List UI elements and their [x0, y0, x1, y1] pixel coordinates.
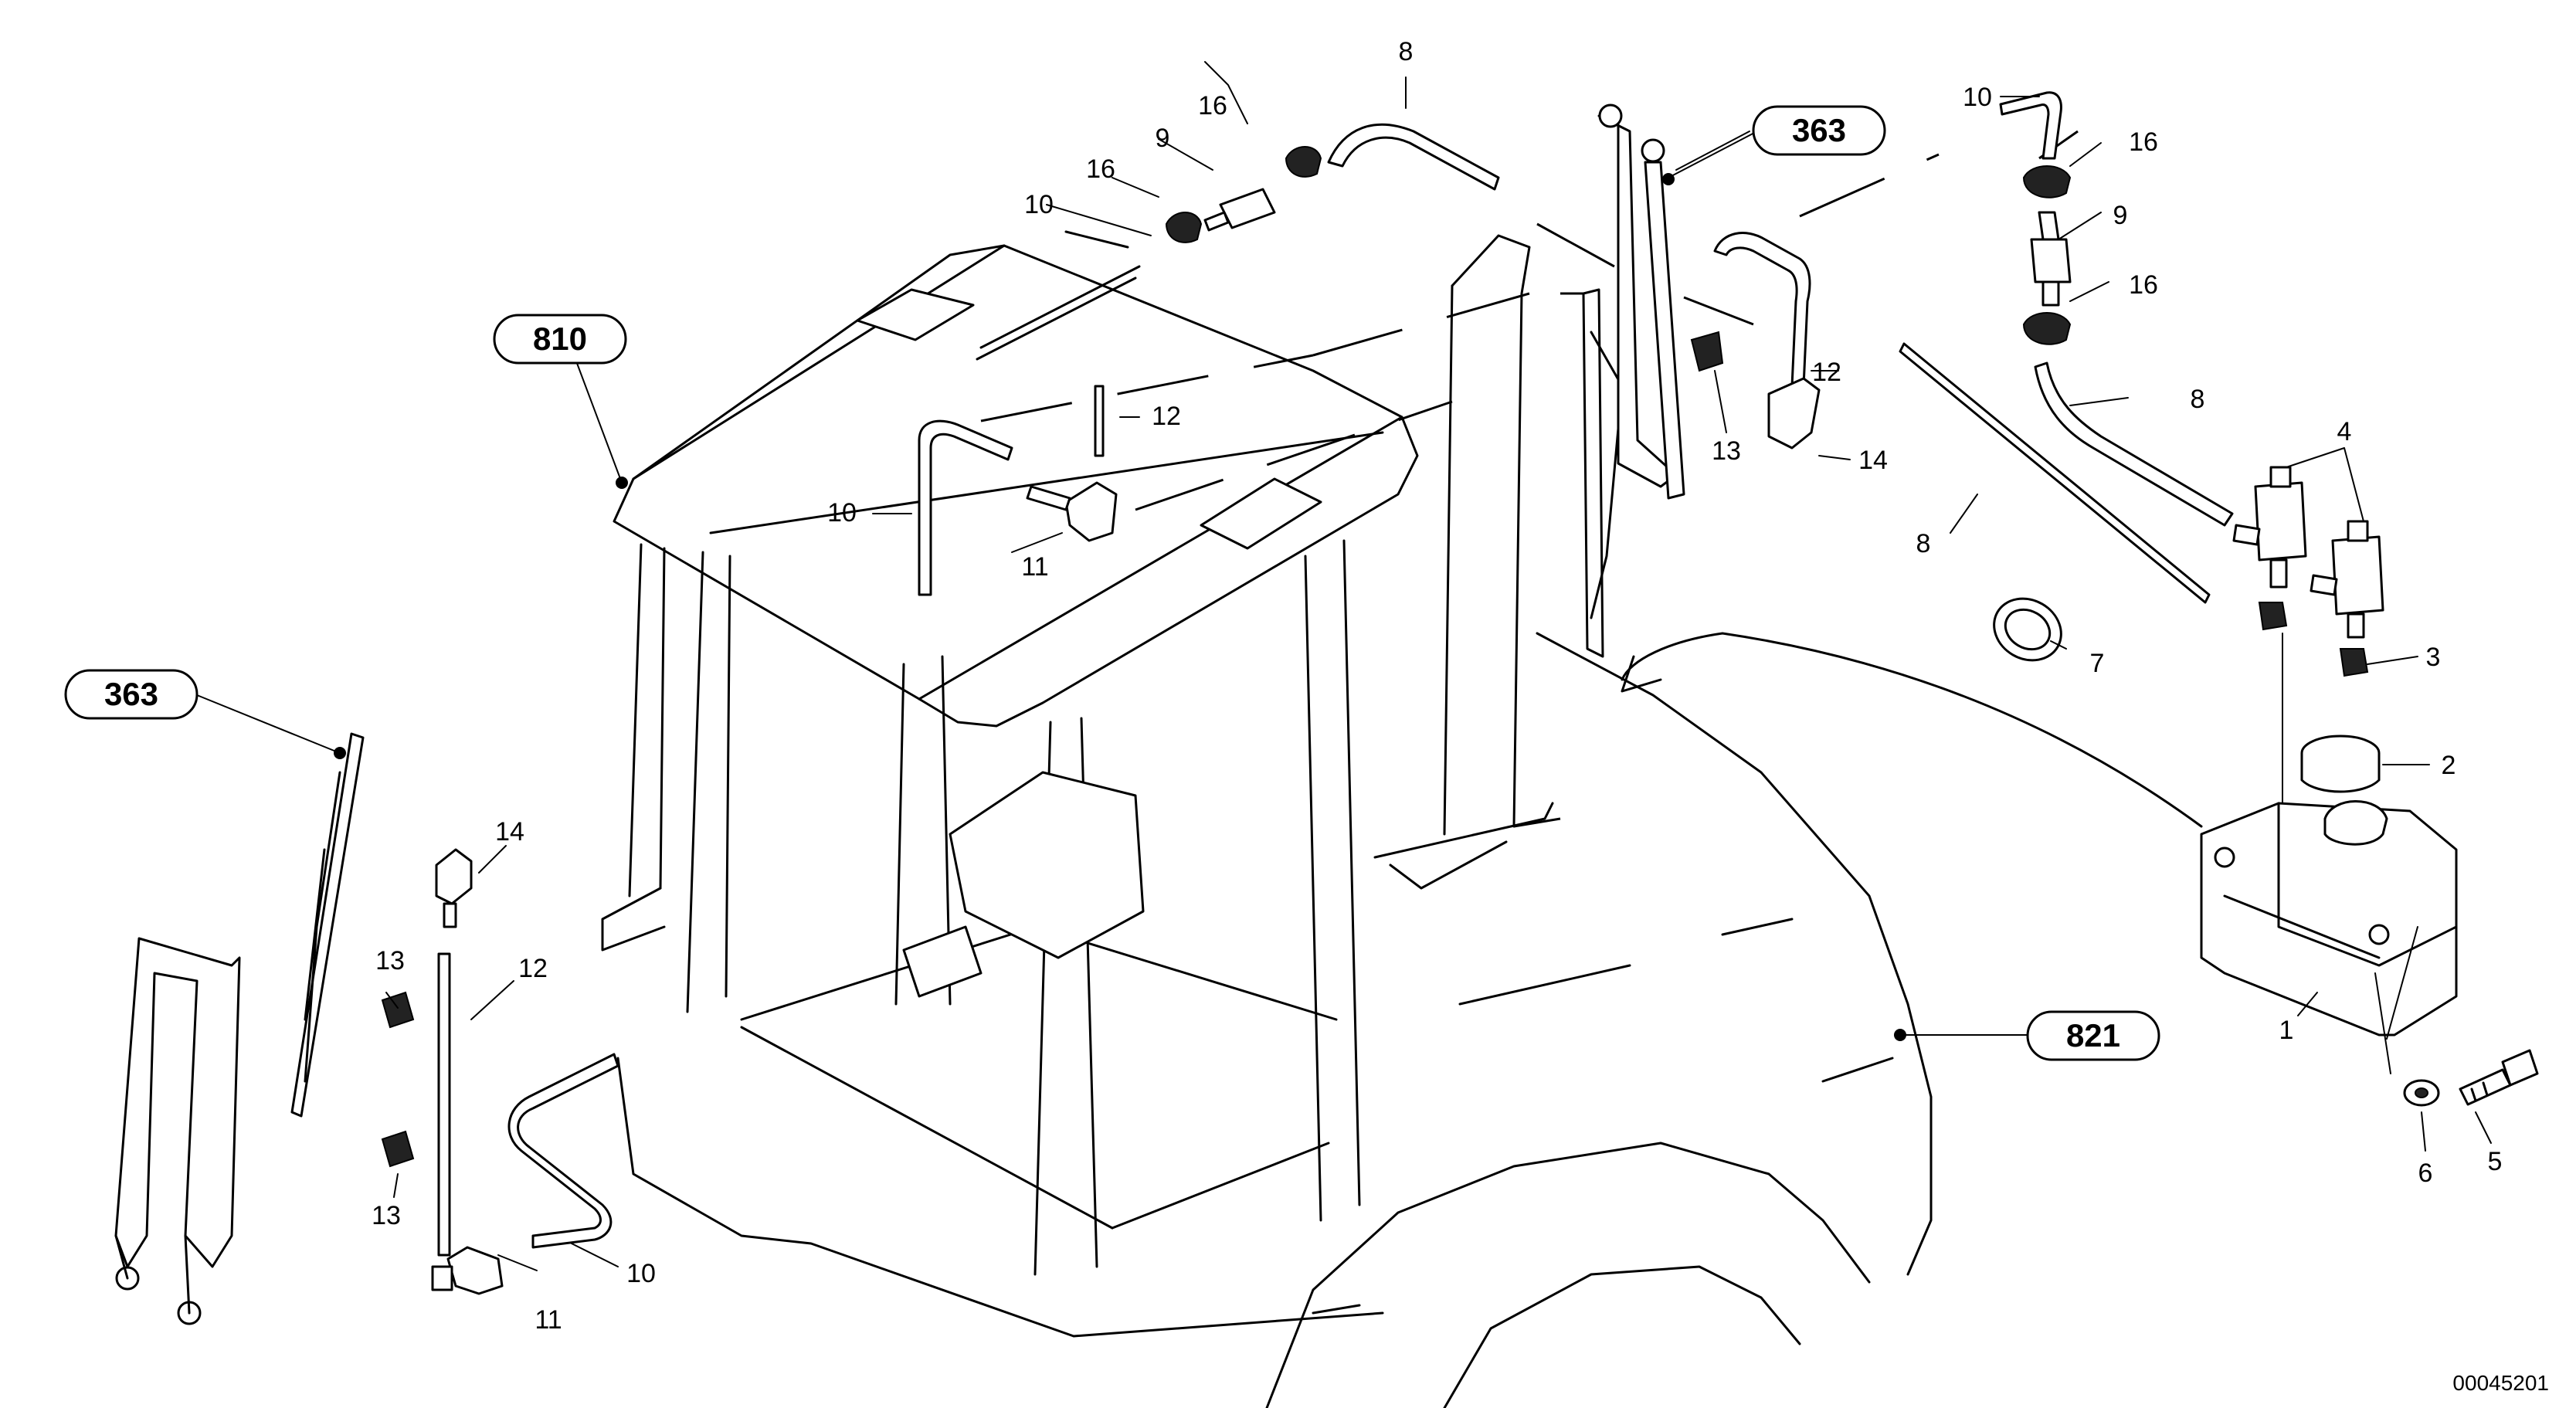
- washer-parts: [381, 91, 2539, 1295]
- label-valve-9-right: 9: [2113, 201, 2128, 230]
- left-wiper-assembly: [114, 732, 365, 1325]
- label-reservoir-1: 1: [2279, 1016, 2294, 1045]
- label-hose-10-roof: 10: [827, 498, 857, 528]
- label-nozzle-11-left: 11: [535, 1305, 562, 1335]
- label-hose-8-top: 8: [1399, 37, 1414, 66]
- label-washer-6: 6: [2418, 1159, 2433, 1188]
- cab-drawing: [601, 234, 2203, 1408]
- label-cap-2: 2: [2442, 751, 2456, 780]
- label-valve-9-top: 9: [1156, 124, 1170, 153]
- label-nozzle-14-right: 14: [1858, 446, 1888, 475]
- ref-363-left[interactable]: 363: [64, 669, 199, 720]
- label-clamp-16-top: 16: [1198, 91, 1227, 120]
- label-pipe-12-left: 12: [518, 954, 548, 983]
- label-pipe-12-roof: 12: [1152, 402, 1181, 431]
- label-hose-10-top: 10: [1024, 190, 1054, 219]
- part-labels: 8 16 9 16 10 12 10 11 14 13 12 13 10 11 …: [372, 37, 2502, 1335]
- label-hose-10-left: 10: [626, 1259, 656, 1288]
- leader-dots: [334, 173, 1906, 1041]
- label-bolt-5: 5: [2488, 1147, 2503, 1176]
- label-hose-8-lower: 8: [1916, 529, 1931, 558]
- label-nozzle-11-roof: 11: [1021, 552, 1048, 582]
- label-hose-10-right: 10: [1963, 83, 1992, 112]
- right-wiper-assembly: [1582, 103, 1685, 658]
- ref-810[interactable]: 810: [493, 314, 627, 365]
- label-hose-8-right: 8: [2191, 385, 2205, 414]
- label-pipe-12-right: 12: [1812, 358, 1841, 387]
- leader-lines: [196, 61, 2492, 1271]
- label-grommet-3: 3: [2426, 643, 2441, 672]
- drawing-number: 00045201: [2452, 1371, 2549, 1395]
- label-clip-13-left-2: 13: [372, 1201, 401, 1230]
- ref-363-right[interactable]: 363: [1752, 105, 1886, 156]
- label-clamp-16-right-2: 16: [2129, 270, 2158, 300]
- ref-363-right-label: 363: [1792, 112, 1846, 148]
- label-pump-4: 4: [2337, 417, 2352, 446]
- ref-821-label: 821: [2066, 1017, 2120, 1053]
- routing-lines: [980, 130, 2079, 828]
- label-clip-13-left: 13: [375, 946, 405, 975]
- label-nozzle-14-left: 14: [495, 817, 524, 846]
- label-clamp-7: 7: [2090, 649, 2105, 678]
- ref-821[interactable]: 821: [2026, 1010, 2160, 1061]
- label-clamp-16-top-2: 16: [1086, 154, 1115, 184]
- ref-810-label: 810: [533, 321, 587, 357]
- ref-363-left-label: 363: [104, 676, 158, 712]
- label-clamp-16-right: 16: [2129, 127, 2158, 157]
- label-clip-13-right: 13: [1712, 436, 1741, 466]
